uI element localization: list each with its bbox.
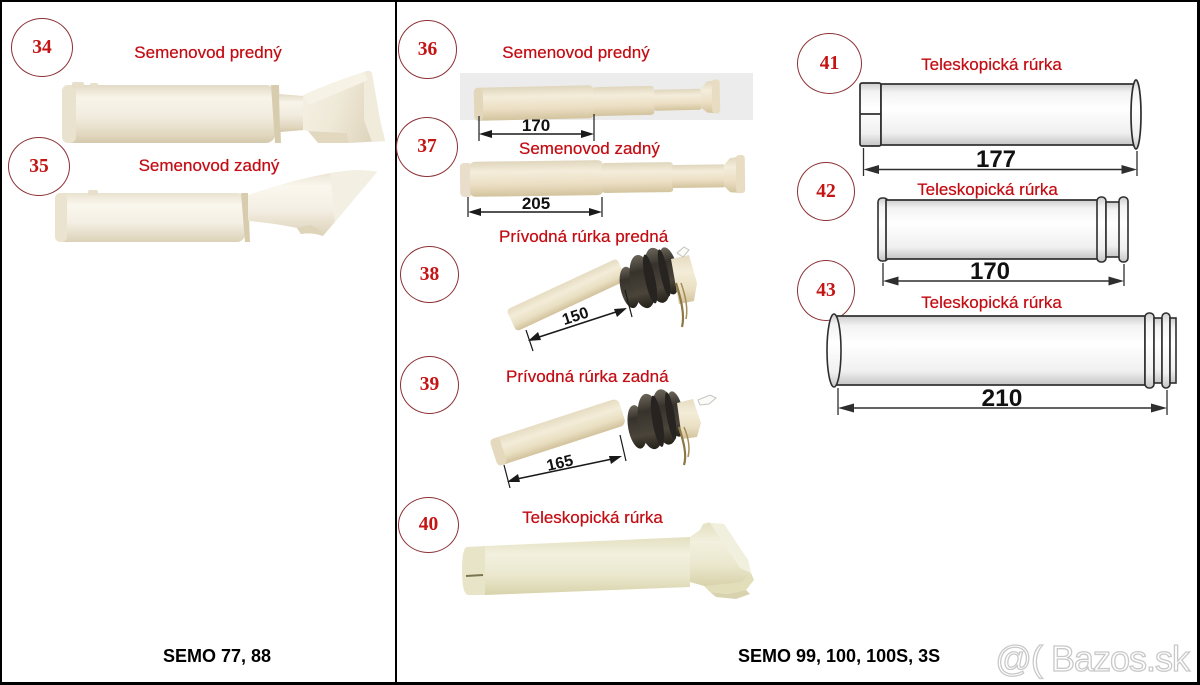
svg-text:210: 210 — [982, 385, 1023, 412]
svg-text:165: 165 — [545, 452, 575, 475]
svg-text:177: 177 — [976, 146, 1016, 173]
svg-text:170: 170 — [522, 116, 550, 135]
svg-text:205: 205 — [522, 194, 550, 213]
svg-text:170: 170 — [970, 258, 1010, 285]
